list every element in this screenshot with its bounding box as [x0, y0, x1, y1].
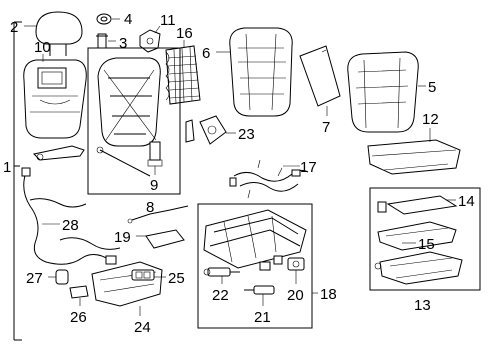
bracket-1: [13, 21, 22, 341]
guide-lower-part: [96, 33, 108, 49]
callout-8: 8: [146, 199, 154, 216]
spring-assembly-part: [165, 45, 201, 105]
callout-12: 12: [422, 111, 439, 128]
recliner-bracket-part: [185, 115, 227, 145]
leader-11: [154, 25, 161, 34]
seat-adjuster-part: [203, 209, 307, 271]
back-panel-part: [23, 59, 87, 139]
knob-26-part: [69, 285, 89, 299]
callout-28: 28: [62, 217, 79, 234]
wire-harness-28-part: [21, 167, 121, 265]
callout-15: 15: [418, 236, 435, 253]
callout-14: 14: [458, 193, 475, 210]
switch-part: [139, 29, 161, 53]
callout-22: 22: [212, 287, 229, 304]
callout-7: 7: [322, 119, 330, 136]
callout-21: 21: [254, 309, 271, 326]
callout-25: 25: [168, 270, 185, 287]
callout-11: 11: [160, 12, 176, 29]
seat-cushion-cover-part: [367, 139, 461, 175]
callout-24: 24: [134, 319, 151, 336]
callout-4: 4: [124, 11, 132, 28]
knob-27-part: [55, 269, 69, 285]
bracket-19-part: [127, 205, 189, 249]
adjuster-group-box: [197, 203, 313, 329]
motor-21-part: [244, 285, 275, 295]
cushion-frame-14-part: [377, 195, 458, 215]
callout-3: 3: [119, 35, 127, 52]
callout-27: 27: [26, 270, 43, 287]
callout-10: 10: [34, 39, 51, 56]
callout-9: 9: [150, 177, 158, 194]
seat-back-frame-part: [96, 57, 163, 177]
headrest-part: [35, 11, 83, 56]
back-cover-panel-part: [299, 45, 341, 107]
lever-part: [32, 145, 85, 161]
callout-13: 13: [414, 297, 431, 314]
cushion-base-part: [374, 251, 463, 285]
seat-back-pad-part: [229, 27, 293, 117]
seat-back-cover-part: [347, 51, 419, 133]
callout-17: 17: [300, 159, 317, 176]
harness-part: [229, 159, 309, 199]
callout-6: 6: [202, 45, 210, 62]
callout-16: 16: [176, 25, 193, 42]
guide-part: [96, 13, 112, 25]
callout-26: 26: [70, 309, 87, 326]
motor-20-part: [287, 257, 305, 271]
switch-25-part: [131, 269, 155, 281]
frame-group-box: [87, 47, 181, 195]
callout-1: 1: [3, 159, 11, 176]
cushion-pad-15-part: [377, 221, 457, 251]
side-shield-part: [91, 261, 163, 307]
callout-18: 18: [320, 286, 337, 303]
motor-22-part: [203, 267, 240, 277]
callout-5: 5: [428, 79, 436, 96]
callout-2: 2: [10, 19, 18, 36]
callout-19: 19: [114, 229, 131, 246]
cushion-group-box: [369, 187, 481, 291]
callout-20: 20: [287, 287, 304, 304]
callout-23: 23: [238, 126, 255, 143]
